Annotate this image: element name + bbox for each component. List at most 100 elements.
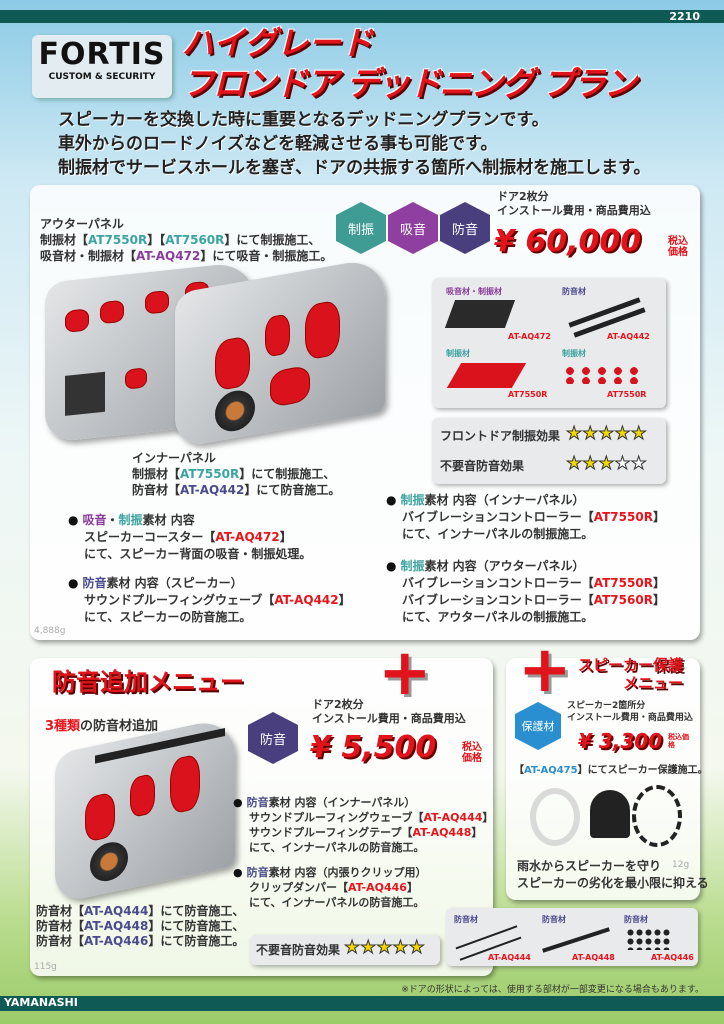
text: AT-AQ442 (607, 332, 650, 341)
logo-name: FORTIS (38, 37, 166, 72)
text: 】にて防音施工、 (148, 904, 245, 918)
title-line2: フロンドア デッドニング プラン (182, 64, 637, 103)
weight-label: 115g (34, 962, 57, 972)
text: AT-AQ442 (180, 483, 245, 497)
text: バイブレーションコントローラー【 (402, 576, 594, 590)
text: 】にて防音施工。 (244, 483, 341, 497)
text: 】【 (147, 233, 166, 247)
star-icon: ★ (630, 423, 647, 445)
text: 防音材【 (36, 904, 85, 918)
text: AT-AQ448 (84, 919, 149, 933)
speaker-title: スピーカー保護メニュー (578, 656, 683, 692)
badge-absorption: 吸音 (388, 202, 438, 254)
logo-tagline: CUSTOM & SECURITY (48, 72, 156, 82)
text: AT-AQ446 (84, 934, 149, 948)
store-name: YAMANASHI (4, 996, 78, 1009)
foam-material-icon (444, 300, 516, 328)
star-icon: ★ (614, 453, 631, 475)
text: 吸音材・制振材【 (40, 249, 137, 263)
star-icon: ★ (565, 453, 583, 475)
text: 防音材【 (36, 934, 85, 948)
main-price: ¥ 60,000 (494, 224, 642, 259)
weight-label: 12g (672, 860, 690, 870)
speaker-price: ¥ 3,300 (578, 729, 663, 753)
bullet-addon-clip: 防音素材 内容（内張りクリップ用） クリップダンパー【AT-AQ446】 にて、… (233, 865, 427, 910)
damping-pad (170, 753, 200, 815)
text: 】 (482, 811, 494, 824)
rating-label: フロントドア制振効果 (440, 429, 561, 443)
decoration: 制振素材 内容（アウターパネル） (386, 558, 665, 575)
outer-panel-desc: アウターパネル 制振材【AT7550R】【AT7560R】にて制振施工、 吸音材… (40, 216, 332, 264)
text: 防音材【 (36, 919, 85, 933)
text: 防音材 (562, 287, 586, 296)
text: 】にて防音施工。 (148, 934, 245, 948)
text: 制振 (400, 559, 425, 573)
text: 】 (338, 593, 351, 607)
protector-cover-icon (590, 790, 630, 838)
damping-pad (130, 772, 155, 819)
title-line1: ハイグレード (182, 24, 373, 62)
badge-protect: 保護材 (515, 702, 561, 750)
text: 】にて吸音・制振施工。 (200, 249, 333, 263)
text: AT7550R (88, 233, 148, 247)
text: 防音材【 (132, 483, 181, 497)
text: 素材 内容（インナーパネル） (424, 493, 585, 507)
plus-icon: + (518, 633, 572, 707)
decoration: 制振材【AT7550R】【AT7560R】にて制振施工、 (40, 232, 332, 248)
text: 制振材【 (132, 467, 181, 481)
text: AT-AQ442 (274, 593, 339, 607)
text: AT-AQ448 (412, 826, 472, 839)
text: インナーパネル (132, 451, 216, 465)
decoration: 防音材【AT-AQ442】にて防音施工。 (132, 482, 340, 498)
text: AT-AQ446 (348, 881, 407, 894)
page-code: 2210 (669, 10, 700, 23)
text: 】 (279, 530, 292, 544)
text: ・ (106, 513, 119, 527)
top-bar: 2210 (0, 10, 724, 23)
text: スピーカーコースター【 (84, 530, 216, 544)
text: にて、スピーカー背面の吸音・制振処理。 (84, 547, 312, 561)
text: 】にて制振施工、 (239, 467, 336, 481)
disc-material-icon (562, 366, 642, 384)
bullet-absorb-damp: 吸音・制振素材 内容 スピーカーコースター【AT-AQ472】 にて、スピーカー… (68, 512, 311, 563)
text: 】 (652, 510, 665, 524)
text: 素材 内容（スピーカー） (106, 576, 243, 590)
text: サウンドプルーフィングテープ【 (249, 826, 413, 839)
addon-price: ¥ 5,500 (310, 730, 437, 765)
rating-stars-5: ★★★★★ (343, 937, 425, 959)
text: にて、スピーカーの防音施工。 (84, 610, 252, 624)
decoration: 防音素材 内容（内張りクリップ用） (233, 865, 427, 880)
text: AT7560R (593, 593, 653, 607)
decoration: 防音材【AT-AQ448】にて防音施工、 (36, 919, 244, 934)
star-icon: ★ (630, 453, 647, 475)
addon-materials-box: 防音材 AT-AQ444 防音材 AT-AQ448 防音材 AT-AQ446 (446, 908, 698, 966)
rating-label: 不要音防音効果 (440, 459, 525, 473)
damping-pad (125, 367, 147, 390)
text: AT7550R (607, 390, 647, 399)
text: サウンドプルーフィングウェーブ【 (249, 811, 424, 824)
clip-damper-icon (626, 928, 672, 950)
text: AT7550R (180, 467, 240, 481)
text: AT7550R (593, 510, 653, 524)
addon-title: 防音追加メニュー (52, 668, 244, 696)
badge-soundproof-addon: 防音 (248, 712, 298, 764)
text: インストール費用・商品費用込 (497, 204, 651, 217)
text: 】にてスピーカー保護施工。 (577, 765, 708, 776)
text: にて、インナーパネルの制振施工。 (402, 527, 594, 541)
text: スピーカー保護 (578, 656, 684, 674)
addon-rating-box: 不要音防音効果 ★★★★★ (250, 935, 440, 965)
text: 不要音防音効果 (256, 943, 341, 957)
tax-label: 税込価格 (462, 742, 482, 764)
bullet-outer-damp: 制振素材 内容（アウターパネル） バイブレーションコントローラー【AT7550R… (386, 558, 665, 626)
star-icon: ★ (598, 423, 615, 445)
decoration: 防音材【AT-AQ444】にて防音施工、 (36, 904, 244, 919)
outer-heading: アウターパネル (40, 217, 124, 231)
text: AT-AQ444 (84, 904, 149, 918)
decoration: バイブレーションコントローラー【AT7550R】 (386, 575, 665, 592)
text: AT7560R (165, 233, 225, 247)
text: AT7550R (508, 390, 548, 399)
text: 吸音 (82, 513, 107, 527)
intro-line: 制振材でサービスホールを塞ぎ、ドアの共振する箇所へ制振材を施工します。 (58, 158, 651, 178)
addon-price-note: ドア2枚分インストール費用・商品費用込 (312, 698, 466, 726)
foam-pad (65, 371, 105, 416)
